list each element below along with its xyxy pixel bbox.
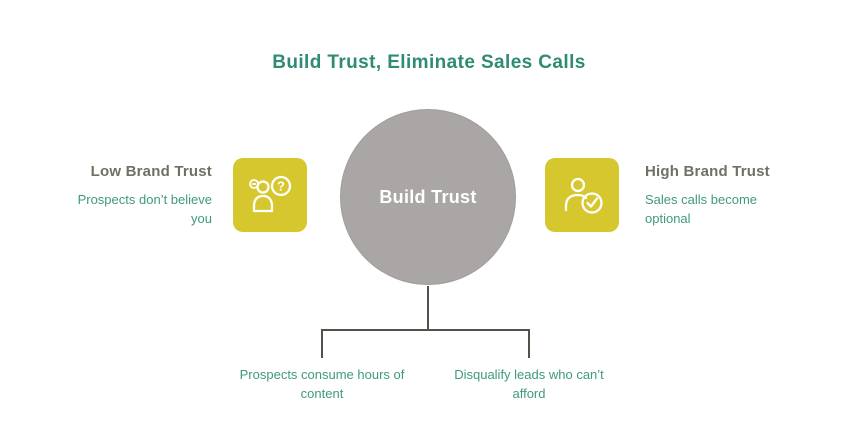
circle-label: Build Trust	[379, 186, 477, 207]
low-trust-icon-box: ?	[233, 158, 307, 232]
high-trust-icon-box	[545, 158, 619, 232]
right-heading: High Brand Trust	[645, 163, 770, 180]
person-check-icon	[559, 172, 605, 218]
branch-label-left: Prospects consume hours of content	[239, 367, 405, 401]
left-body-text: Prospects don’t believe you	[77, 192, 212, 226]
connector-left-drop-line	[321, 329, 323, 358]
connector-horizontal-line	[321, 329, 530, 331]
connector-right-drop-line	[528, 329, 530, 358]
connector-stem-line	[427, 286, 429, 330]
person-question-icon: ?	[247, 172, 293, 218]
svg-text:?: ?	[277, 179, 285, 194]
branch-label-right: Disqualify leads who can’t afford	[454, 367, 604, 401]
left-heading: Low Brand Trust	[90, 163, 212, 180]
build-trust-circle: Build Trust	[340, 109, 516, 285]
right-body-text: Sales calls become optional	[645, 192, 757, 226]
page-title: Build Trust, Eliminate Sales Calls	[272, 52, 586, 73]
